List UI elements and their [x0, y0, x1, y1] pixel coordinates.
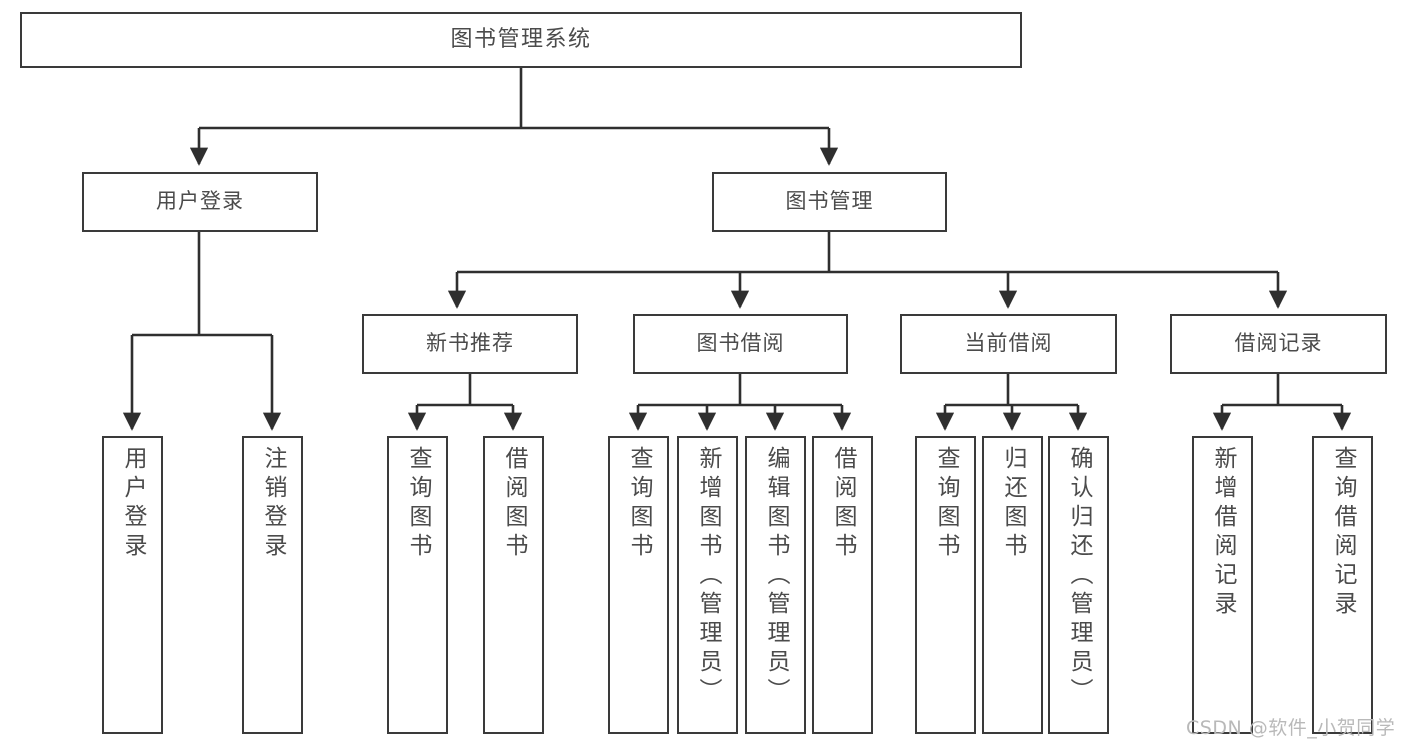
node-new-book-recommend: 新书推荐 [362, 314, 578, 374]
node-label: 图书管理 [785, 189, 874, 214]
leaf-query-book-1: 查询图书 [387, 436, 448, 734]
node-label: 查询借阅记录 [1330, 446, 1356, 620]
node-label: 查询图书 [405, 446, 431, 562]
node-current-borrow: 当前借阅 [900, 314, 1117, 374]
leaf-add-borrow-record: 新增借阅记录 [1192, 436, 1253, 734]
leaf-query-book-3: 查询图书 [915, 436, 976, 734]
node-borrow-record: 借阅记录 [1170, 314, 1387, 374]
leaf-edit-book-admin: 编辑图书（管理员） [745, 436, 806, 734]
leaf-add-book-admin: 新增图书（管理员） [677, 436, 738, 734]
node-label: 新增图书（管理员） [695, 446, 721, 707]
leaf-logout: 注销登录 [242, 436, 303, 734]
node-label: 查询图书 [626, 446, 652, 562]
leaf-confirm-return-admin: 确认归还（管理员） [1048, 436, 1109, 734]
node-label: 编辑图书（管理员） [763, 446, 789, 707]
node-label: 归还图书 [1000, 446, 1026, 562]
node-label: 借阅图书 [501, 446, 527, 562]
node-label: 图书管理系统 [450, 26, 592, 52]
leaf-user-login: 用户登录 [102, 436, 163, 734]
csdn-watermark: CSDN @软件_小贺同学 [1186, 717, 1396, 739]
node-book-management: 图书管理 [712, 172, 947, 232]
node-label: 新书推荐 [426, 331, 514, 356]
node-label: 注销登录 [260, 446, 286, 562]
node-label: 查询图书 [933, 446, 959, 562]
leaf-query-borrow-record: 查询借阅记录 [1312, 436, 1373, 734]
node-label: 图书借阅 [696, 331, 785, 356]
node-label: 用户登录 [156, 189, 244, 214]
node-book-borrow: 图书借阅 [633, 314, 848, 374]
node-label: 借阅记录 [1234, 331, 1323, 356]
node-user-login: 用户登录 [82, 172, 318, 232]
leaf-borrow-book-1: 借阅图书 [483, 436, 544, 734]
node-label: 用户登录 [120, 446, 146, 562]
node-label: 借阅图书 [830, 446, 856, 562]
node-label: 当前借阅 [964, 331, 1053, 356]
leaf-query-book-2: 查询图书 [608, 436, 669, 734]
node-label: 新增借阅记录 [1210, 446, 1236, 620]
leaf-return-book: 归还图书 [982, 436, 1043, 734]
leaf-borrow-book-2: 借阅图书 [812, 436, 873, 734]
node-root-system: 图书管理系统 [20, 12, 1022, 68]
node-label: 确认归还（管理员） [1066, 446, 1092, 707]
